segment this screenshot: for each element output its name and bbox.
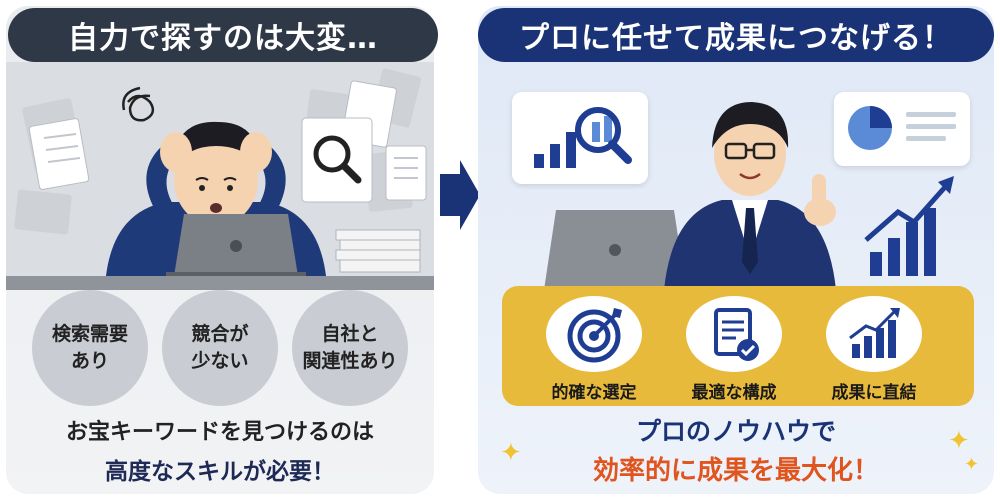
stressed-man-illustration: [28, 80, 427, 278]
left-tag-low-competition: 競合が 少ない: [162, 290, 278, 406]
feature-label-structure: 最適な構成: [691, 383, 777, 403]
growth-chart-icon: [849, 308, 900, 358]
sparkle-icon: ✦: [948, 426, 970, 456]
magnifier-icon: [575, 107, 621, 153]
bar-chart-icon: [534, 107, 632, 168]
growth-chart-icon: [870, 208, 936, 276]
professional-man-illustration: [544, 102, 954, 290]
feature-icon-checklist: [686, 296, 782, 372]
left-title: 自力で探すのは大変…: [8, 8, 438, 62]
analysis-card: [512, 92, 648, 184]
arrow-right-icon: [440, 160, 480, 230]
left-illustration: [6, 62, 434, 290]
feature-icon-growth: [826, 296, 922, 372]
checklist-icon: [714, 308, 759, 361]
feature-icon-target: [546, 296, 642, 372]
magnifier-icon: [301, 117, 373, 203]
left-bottom-line-1: お宝キーワードを見つけるのは: [65, 420, 374, 445]
sparkle-icon: ✦: [500, 438, 522, 468]
left-tag-relevance: 自社と 関連性あり: [292, 290, 408, 406]
right-title: プロに任せて成果につなげる！: [478, 8, 994, 62]
feature-label-results: 成果に直結: [831, 383, 917, 403]
stress-swirl-icon: [122, 86, 155, 122]
desk: [6, 276, 434, 290]
report-card: [834, 92, 970, 166]
left-bottom-line-2: 高度なスキルが必要！: [105, 459, 335, 485]
pie-chart-icon: [848, 106, 956, 150]
left-tag-search-demand: 検索需要 あり: [32, 290, 148, 406]
target-icon: [567, 308, 622, 363]
feature-label-selection: 的確な選定: [551, 383, 637, 403]
right-bottom-line-2: 効率的に成果を最大化！: [592, 456, 879, 486]
sparkle-icon: ✦: [964, 454, 980, 475]
left-panel: お宝キーワードを見つけるのは 高度なスキルが必要！: [6, 6, 434, 494]
right-bottom-line-1: プロのノウハウで: [635, 417, 836, 446]
right-panel: [478, 6, 994, 494]
